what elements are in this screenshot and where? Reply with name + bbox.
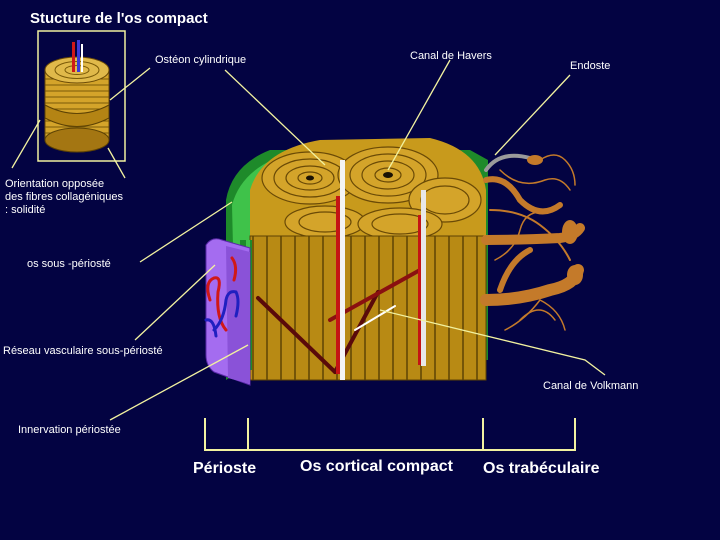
label-endoste: Endoste	[570, 60, 611, 72]
label-havers: Canal de Havers	[410, 50, 492, 62]
label-orientation-3: : solidité	[5, 204, 46, 216]
label-orientation-2: des fibres collagéniques	[5, 191, 124, 203]
inset-frame	[37, 30, 126, 162]
diagram-title: Stucture de l'os compact	[30, 10, 208, 27]
label-sous-perioste: os sous -périosté	[27, 258, 111, 270]
label-osteon: Ostéon cylindrique	[155, 54, 247, 66]
label-reseau-vasculaire: Réseau vasculaire sous-périosté	[3, 345, 163, 357]
havers-canal	[340, 160, 345, 380]
trabecular-bone	[480, 153, 585, 331]
region-perioste: Périoste	[193, 460, 257, 477]
region-cortical: Os cortical compact	[300, 458, 453, 475]
label-orientation-1: Orientation opposée	[5, 178, 105, 190]
label-innervation: Innervation périostée	[18, 424, 121, 436]
pointer-lines	[11, 59, 606, 421]
region-trabeculaire: Os trabéculaire	[483, 460, 600, 477]
label-volkmann: Canal de Volkmann	[543, 380, 639, 392]
region-brackets	[204, 418, 576, 451]
inset-osteon	[44, 40, 110, 153]
